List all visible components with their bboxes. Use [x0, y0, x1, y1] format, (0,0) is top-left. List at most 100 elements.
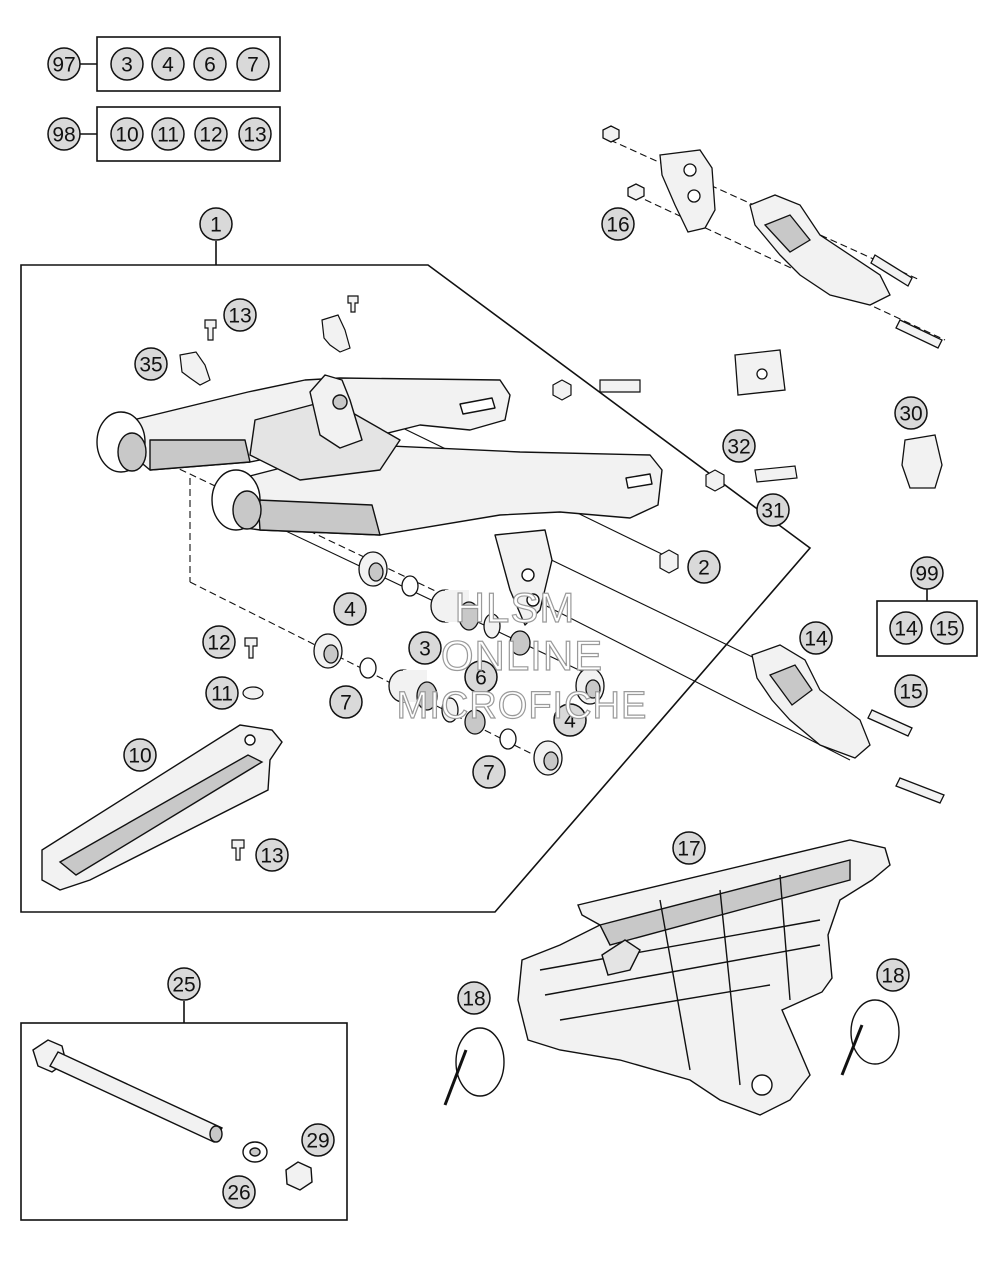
callout-number: 26: [227, 1182, 250, 1205]
nut-32: [705, 469, 725, 492]
watermark-line-3: MICROFICHE: [397, 685, 648, 727]
nut-11: [242, 686, 264, 700]
axle-drawing: [32, 1039, 313, 1191]
callout-number: 7: [483, 762, 495, 785]
bearing-ring-lower: [464, 709, 486, 735]
callout-circle: [199, 207, 233, 241]
callout-number: 11: [157, 124, 179, 147]
callout-circle: [601, 207, 635, 241]
nut-16-b: [627, 183, 645, 201]
bearing-ring: [509, 630, 531, 656]
needle-bearing-lower: [441, 697, 459, 723]
callout-part-7-c7b: 7: [472, 755, 506, 789]
callout-circle: [167, 967, 201, 1001]
cable-tie-18-right: [850, 999, 900, 1065]
callout-part-10-c10: 10: [123, 738, 157, 772]
callout-number: 12: [207, 632, 230, 655]
chain-slider-drawing: [41, 724, 283, 891]
screw-upper: [347, 295, 359, 313]
callout-kit-99-item-14: 14: [889, 611, 923, 645]
callout-part-30-c30: 30: [894, 396, 928, 430]
callout-number: 4: [162, 54, 174, 77]
callout-circle: [408, 631, 442, 665]
nut-29: [285, 1161, 313, 1191]
callout-circle: [333, 592, 367, 626]
callout-circle: [464, 660, 498, 694]
callout-circle: [193, 47, 227, 81]
callout-part-18-c18b: 18: [876, 958, 910, 992]
chain-guide-lower: [751, 644, 945, 804]
swingarm-rear-slot-upper: [459, 397, 496, 415]
nut-16-a: [602, 125, 620, 143]
callout-number: 15: [935, 618, 958, 641]
callout-part-13-c13a: 13: [223, 298, 257, 332]
callout-circle: [223, 298, 257, 332]
callout-kit-98-item-10: 10: [110, 117, 144, 151]
callout-circle: [222, 1175, 256, 1209]
callout-circle: [255, 838, 289, 872]
callout-swingarm-assembly: 1: [199, 207, 233, 241]
callout-kit-98-item-11: 11: [151, 117, 185, 151]
callout-circle: [202, 625, 236, 659]
callout-circle: [194, 117, 228, 151]
callout-part-6-c6: 6: [464, 660, 498, 694]
callout-circle: [894, 674, 928, 708]
screw-13-lower: [231, 839, 245, 861]
callout-part-26-c26: 26: [222, 1175, 256, 1209]
callout-number: 18: [881, 965, 904, 988]
callout-circle: [687, 550, 721, 584]
cable-ties: [443, 999, 900, 1106]
watermark-line-2: ONLINE: [441, 632, 603, 679]
callout-circle: [236, 47, 270, 81]
callout-number: 13: [260, 845, 283, 868]
callout-circle: [756, 493, 790, 527]
swingarm-pivot-left-bore: [117, 432, 147, 472]
callout-number: 1: [210, 214, 222, 237]
bolt-15-b: [895, 777, 945, 804]
callout-number: 32: [727, 436, 750, 459]
bolt-31: [754, 465, 798, 483]
small-hardware: [179, 295, 798, 861]
callout-circle: [47, 47, 81, 81]
cable-clip-35: [179, 351, 211, 386]
callout-number: 15: [899, 681, 922, 704]
callout-part-4-c4a: 4: [333, 592, 367, 626]
swingarm-pivot-right-bore: [232, 490, 262, 530]
callout-part-14-c14: 14: [799, 621, 833, 655]
callout-number: 25: [172, 974, 195, 997]
callout-circle: [672, 831, 706, 865]
bolt-upper: [599, 379, 641, 393]
guide-plate-16: [659, 149, 716, 233]
swingarm-assembly-frame: [20, 264, 812, 913]
callout-part-11-c11: 11: [205, 676, 239, 710]
bolt-16-a: [870, 254, 913, 287]
cable-tie-18-left: [455, 1027, 505, 1097]
callout-number: 16: [606, 214, 629, 237]
callout-circle: [457, 981, 491, 1015]
callout-number: 14: [804, 628, 828, 651]
callout-number: 30: [899, 403, 922, 426]
chain-guard-drawing: [517, 839, 891, 1116]
callout-kit-97-item-7: 7: [236, 47, 270, 81]
guide-block-30: [901, 434, 943, 489]
callout-part-2-c2: 2: [687, 550, 721, 584]
callout-part-35-c35: 35: [134, 347, 168, 381]
callout-circle: [472, 755, 506, 789]
callout-number: 4: [344, 599, 356, 622]
callout-kit-97-item-4: 4: [151, 47, 185, 81]
chain-guard-17: [517, 839, 891, 1116]
swingarm-lower-arm-shade: [257, 499, 381, 536]
callout-circle: [205, 676, 239, 710]
callout-number: 35: [139, 354, 162, 377]
callout-number: 98: [52, 124, 75, 147]
callout-circle: [894, 396, 928, 430]
swingarm-rear-slot-lower: [625, 473, 653, 489]
callout-part-3-c3: 3: [408, 631, 442, 665]
nut-upper: [552, 379, 572, 401]
callout-circle: [134, 347, 168, 381]
callout-number: 97: [52, 54, 75, 77]
screw-12: [244, 637, 258, 659]
callout-circle: [722, 429, 756, 463]
